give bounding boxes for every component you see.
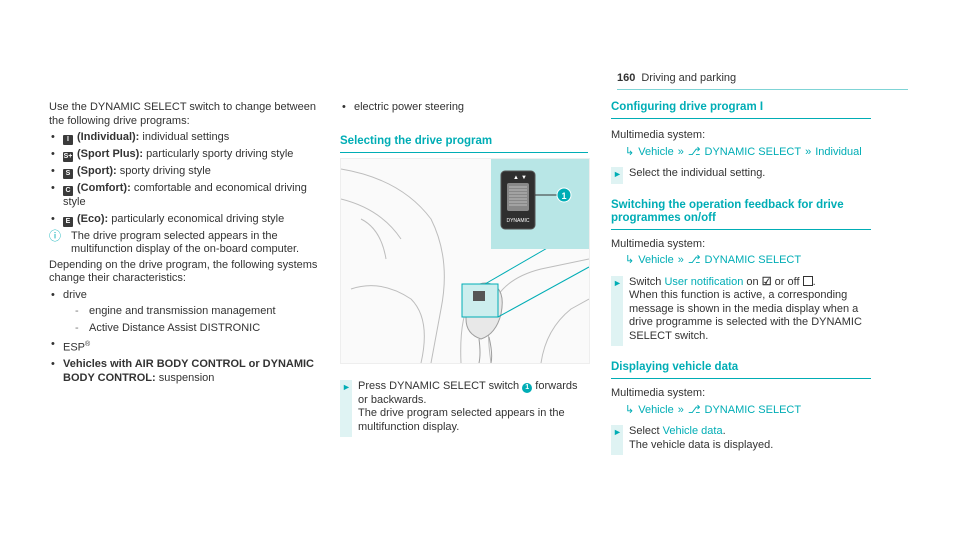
callout-1 [556,187,572,203]
column-3: Configuring drive program I Multimedia s… [611,101,871,455]
menu-path-switching: ↳Vehicle»⎇DYNAMIC SELECT [611,254,871,268]
menu-dynamic-link[interactable]: DYNAMIC SELECT [704,254,802,266]
info-note: ⓘ The drive program selected appears in … [49,228,300,255]
menu-individual-link[interactable]: Individual [815,145,862,158]
switch-up-arrow: ▲ [513,175,519,181]
step-triangle-icon: ► [613,169,622,179]
console-illustration: ▲ ▼ DYNAMIC 1 [341,159,589,363]
eco-key-icon: E [63,216,73,227]
list-item: S(Sport): sporty driving style [49,165,331,179]
vehicle-data-link[interactable]: Vehicle data [662,425,723,437]
double-chevron-icon: » [805,145,812,158]
step-triangle-icon: ► [613,427,622,437]
menu-path-configuring: ↳Vehicle»⎇DYNAMIC SELECT»Individual [611,146,871,160]
menu-path-displaying: ↳Vehicle»⎇DYNAMIC SELECT [611,404,871,418]
step-select-individual: ► Select the individual setting. [611,167,871,183]
step-switch-notification: ► Switch User notification on ☑ or off .… [611,275,871,346]
sub-item: engine and transmission management [49,305,331,319]
user-notification-link[interactable]: User notification [664,275,744,288]
dynamic-select-figure: ▲ ▼ DYNAMIC 1 [340,158,590,364]
list-item: S+(Sport Plus): particularly sporty driv… [49,148,331,162]
double-chevron-icon: » [677,403,684,416]
header-rule [617,89,908,90]
step-triangle-icon: ► [342,382,351,392]
list-item: C(Comfort): comfortable and economical d… [49,182,331,210]
list-item: electric power steering [340,101,588,115]
list-item: ESP® [49,338,331,355]
sport-key-icon: S [63,169,73,179]
list-item: I(Individual): individual settings [49,131,331,145]
switch-small [473,291,485,301]
program-list: I(Individual): individual settings S+(Sp… [49,131,331,227]
callout-1-inline: 1 [522,383,533,393]
list-item: E(Eco): particularly economical driving … [49,213,331,227]
column-1: Use the DYNAMIC SELECT switch to change … [49,101,331,385]
step-press-switch: ► Press DYNAMIC SELECT switch 1 forwards… [340,380,588,437]
checkbox-empty-icon [802,275,813,286]
double-chevron-icon: » [677,254,684,266]
section-title: Driving and parking [641,72,737,84]
heading-displaying: Displaying vehicle data [611,361,871,379]
page-number: 160 [617,72,636,84]
menu-arrow-icon: ↳ [625,403,635,416]
list-item: Vehicles with AIR BODY CONTROL or DYNAMI… [49,358,331,385]
menu-vehicle-link[interactable]: Vehicle [638,403,674,416]
step-select-vehicle-data: ► Select Vehicle data. The vehicle data … [611,425,871,455]
intro-text: Use the DYNAMIC SELECT switch to change … [49,101,316,127]
heading-selecting: Selecting the drive program [340,135,588,153]
sub-item: Active Distance Assist DISTRONIC [49,322,331,336]
menu-vehicle-link[interactable]: Vehicle [638,254,674,266]
checkbox-checked-icon: ☑ [761,275,772,288]
menu-dynamic-link[interactable]: DYNAMIC SELECT [704,145,802,158]
multimedia-label: Multimedia system: [611,387,706,399]
switch-down-arrow: ▼ [521,175,527,181]
sport-plus-key-icon: S+ [63,152,73,162]
menu-arrow-icon: ↳ [625,254,635,266]
seat-icon: ⎇ [687,145,701,158]
info-icon: ⓘ [49,228,62,243]
heading-switching: Switching the operation feedback for dri… [611,199,871,230]
menu-vehicle-link[interactable]: Vehicle [638,145,674,158]
column-2: electric power steering Selecting the dr… [340,101,588,153]
switch-label: DYNAMIC [506,218,529,224]
step-triangle-icon: ► [613,277,622,288]
depending-text: Depending on the drive program, the foll… [49,258,318,285]
page-header: 160 Driving and parking [617,72,736,86]
multimedia-label: Multimedia system: [611,129,706,141]
individual-key-icon: I [63,135,73,145]
comfort-key-icon: C [63,186,73,196]
heading-configuring: Configuring drive program I [611,101,871,119]
list-item: drive [49,289,331,303]
double-chevron-icon: » [677,145,684,158]
seat-icon: ⎇ [687,254,701,266]
menu-arrow-icon: ↳ [625,145,635,158]
seat-icon: ⎇ [687,403,701,416]
menu-dynamic-link[interactable]: DYNAMIC SELECT [704,403,802,416]
callout-number: 1 [561,191,566,201]
multimedia-label: Multimedia system: [611,237,706,250]
